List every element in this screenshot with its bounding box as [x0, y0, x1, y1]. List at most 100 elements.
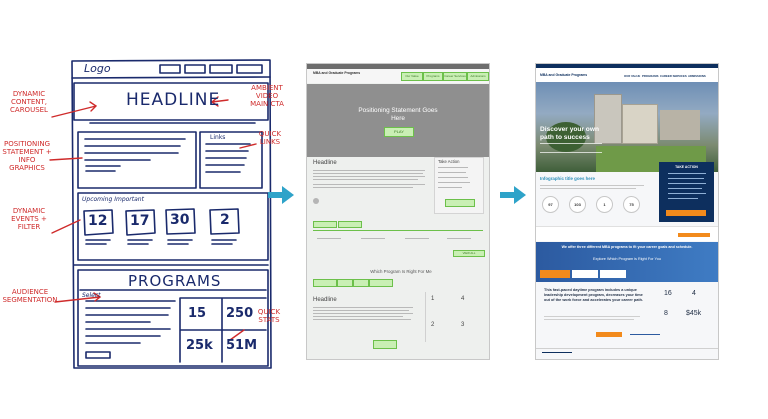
wire-link-line	[438, 167, 468, 168]
wire-link-line	[438, 187, 462, 188]
sketch-date-1: 12	[88, 213, 108, 229]
sketch-date-3: 30	[170, 212, 190, 228]
wire-filter-tab[interactable]	[338, 221, 362, 228]
hero-tree	[546, 122, 586, 152]
wire-view-all-button[interactable]: VIEW ALL	[453, 250, 485, 257]
design-apply-button[interactable]	[666, 210, 706, 216]
wire-nav-admissions[interactable]: Admissions	[467, 72, 489, 81]
design-action-link[interactable]	[668, 193, 706, 194]
design-program-stat: 4	[692, 290, 696, 297]
wire-events-divider	[313, 230, 483, 231]
wire-headline-2: Headline	[313, 297, 337, 303]
wire-program-tab[interactable]	[369, 279, 393, 287]
hero-building	[594, 94, 622, 144]
wire-nav-programs[interactable]: Programs	[423, 72, 443, 81]
digital-wireframe: MBA and Graduate Programs Our Value Prog…	[306, 63, 490, 360]
note-ambient-video: AMBIENT VIDEO MAIN CTA	[250, 84, 284, 108]
wire-hero	[307, 84, 489, 157]
wire-body-line	[313, 170, 425, 171]
design-nav-our-value[interactable]: OUR VALUE	[624, 74, 641, 78]
design-learn-more-button[interactable]	[596, 332, 622, 337]
sketch-programs: PROGRAMS	[128, 272, 222, 290]
hero-building	[622, 104, 658, 144]
sketch-wireframe: Logo HEADLINE Links Upcoming Important 1…	[0, 40, 290, 370]
wire-learn-more-button[interactable]	[373, 340, 397, 349]
design-hero-subtext	[540, 143, 602, 153]
wire-stat: 2	[431, 322, 435, 328]
design-program-tab-active[interactable]	[540, 270, 570, 278]
sketch-stat-3: 25k	[186, 338, 213, 353]
sketch-stat-1: 15	[188, 306, 207, 321]
wire-filter-tab[interactable]	[313, 221, 337, 228]
design-footer-tab[interactable]	[542, 352, 572, 353]
design-action-link[interactable]	[668, 188, 702, 189]
wire-stat: 3	[461, 322, 465, 328]
design-utility-bar	[536, 64, 718, 68]
design-nav-admissions[interactable]: ADMISSIONS	[688, 74, 706, 78]
wire-link-line	[438, 172, 466, 173]
design-footer-divider	[536, 348, 718, 349]
design-stat-circle: 75	[623, 196, 640, 213]
design-program-tab[interactable]	[600, 270, 626, 278]
design-stat-circle: 103	[569, 196, 586, 213]
wire-nav-our-value[interactable]: Our Value	[401, 72, 423, 81]
hero-building	[660, 110, 700, 140]
wire-headline: Headline	[313, 160, 337, 166]
wire-hero-text: Positioning Statement Goes Here	[358, 107, 438, 122]
design-stat-circle: 97	[542, 196, 559, 213]
sketch-date-4: 2	[220, 212, 230, 228]
wire-apply-button[interactable]	[445, 199, 475, 207]
wire-body-line	[313, 316, 403, 317]
design-view-all-button[interactable]	[678, 233, 710, 237]
design-stat-circle: 1	[596, 196, 613, 213]
note-dynamic-events: DYNAMIC EVENTS + FILTER	[11, 207, 47, 231]
wire-avatar	[313, 198, 319, 204]
design-band-cta[interactable]: Explore Which Program is Right For You	[593, 257, 661, 261]
note-quick-stats: QUICK STATS	[257, 308, 281, 324]
design-action-link[interactable]	[668, 183, 706, 184]
design-action-link[interactable]	[668, 178, 704, 179]
design-action-link[interactable]	[668, 198, 698, 199]
design-take-action-title: TAKE ACTION	[675, 165, 698, 169]
wire-play-button[interactable]: PLAY	[384, 127, 414, 137]
sketch-links-label: Links	[210, 134, 226, 141]
wire-stat-grid	[425, 292, 484, 342]
wire-event-line	[317, 238, 341, 239]
design-hero-heading: Discover your own path to success	[540, 126, 599, 141]
wire-event-line	[361, 238, 385, 239]
wire-section-heading: Which Program Is Right For Me	[370, 269, 432, 274]
wire-body-line	[313, 179, 418, 180]
wire-program-tab[interactable]	[313, 279, 337, 287]
design-program-tab[interactable]	[572, 270, 598, 278]
final-design: MBA and Graduate Programs OUR VALUE PROG…	[535, 63, 719, 360]
wire-nav-career-services[interactable]: Career Services	[443, 72, 467, 81]
design-infographic-title: Infographic title goes here	[540, 176, 595, 181]
wire-program-tab[interactable]	[353, 279, 369, 287]
note-quick-links: QUICK LINKS	[258, 130, 282, 146]
note-audience: AUDIENCE SEGMENTATION	[2, 288, 58, 304]
wire-body-line	[313, 307, 413, 308]
wire-link-line	[438, 177, 468, 178]
wire-event-line	[405, 238, 429, 239]
arrow-right-icon	[268, 186, 294, 204]
design-program-text: This fast-paced daytime program includes…	[544, 288, 643, 302]
design-program-stat: 16	[664, 290, 672, 297]
sketch-stat-4: 51M	[226, 338, 258, 353]
sketch-drawing	[49, 59, 272, 369]
wire-event-line	[447, 238, 471, 239]
design-action-link[interactable]	[668, 173, 706, 174]
design-nav-career-services[interactable]: CAREER SERVICES	[660, 74, 687, 78]
wire-site-title: MBA and Graduate Programs	[313, 71, 361, 75]
design-compare-link[interactable]	[630, 334, 660, 335]
design-events-strip	[536, 226, 718, 241]
wire-body-line	[313, 176, 425, 177]
wire-body-line	[313, 173, 423, 174]
wire-link-line	[438, 182, 470, 183]
design-nav-programs[interactable]: PROGRAMS	[642, 74, 659, 78]
design-info-line	[540, 188, 636, 189]
utility-bar	[307, 64, 489, 69]
wire-program-tab[interactable]	[337, 279, 353, 287]
sketch-date-2: 17	[130, 213, 150, 229]
sketch-stat-2: 250	[226, 306, 254, 321]
design-program-line	[544, 319, 634, 320]
